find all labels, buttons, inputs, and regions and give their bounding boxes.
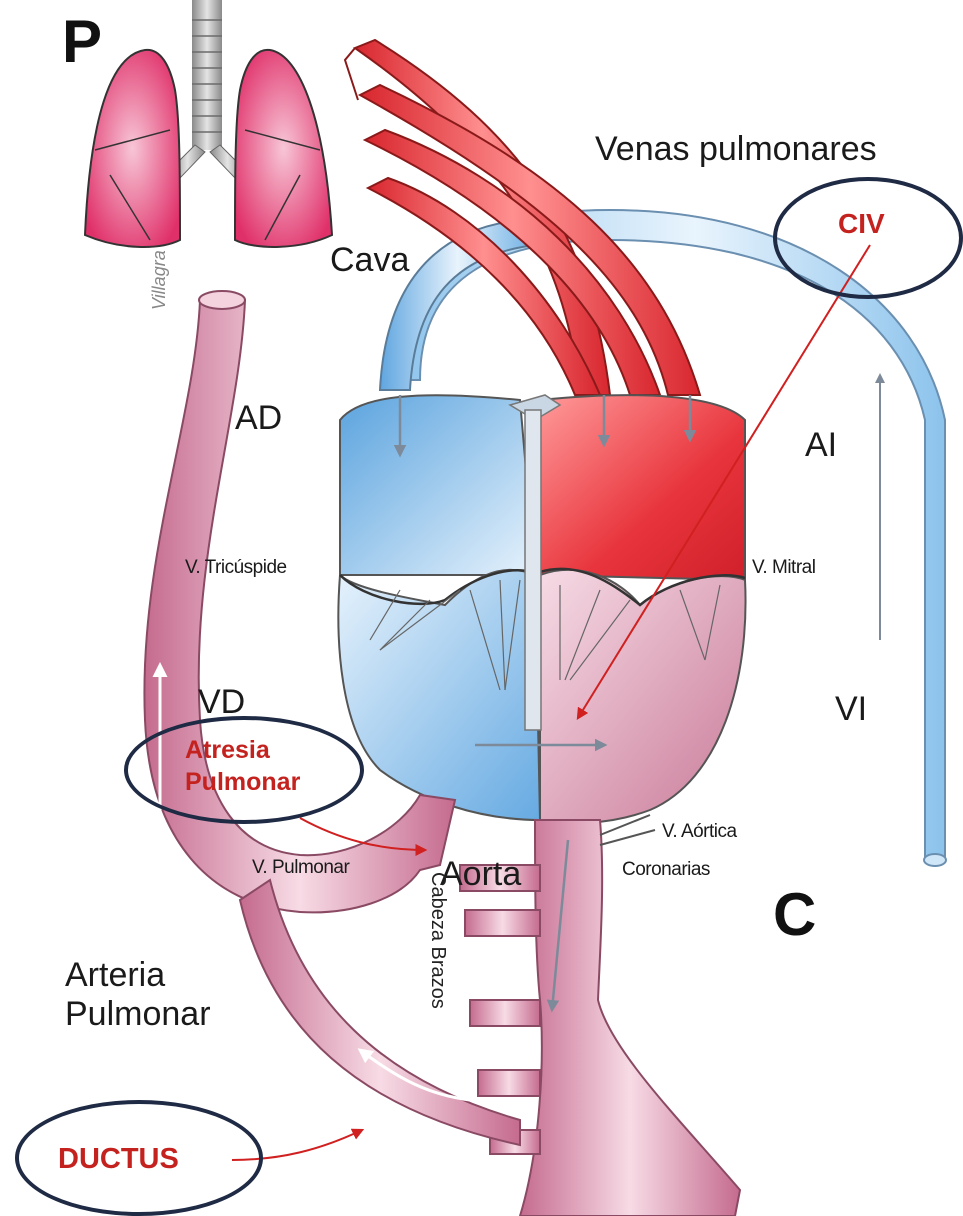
label-coronarias: Coronarias xyxy=(622,860,710,879)
letter-p: P xyxy=(62,12,102,72)
lungs xyxy=(85,0,332,247)
label-arteria-pulmonar-2: Pulmonar xyxy=(65,997,211,1031)
highlight-civ xyxy=(773,177,963,299)
label-vi: VI xyxy=(835,692,867,726)
label-vd: VD xyxy=(198,685,245,719)
label-v-pulmonar: V. Pulmonar xyxy=(252,858,349,877)
label-venas-pulmonares: Venas pulmonares xyxy=(595,132,877,166)
highlight-ductus xyxy=(15,1100,263,1216)
label-cava: Cava xyxy=(330,243,409,277)
label-v-tricuspide: V. Tricúspide xyxy=(185,558,287,577)
label-v-mitral: V. Mitral xyxy=(752,558,815,577)
signature: Villagra xyxy=(150,250,168,310)
letter-c: C xyxy=(773,885,816,945)
atria xyxy=(340,395,745,580)
highlight-atresia xyxy=(124,716,364,824)
label-ad: AD xyxy=(235,401,282,435)
label-ai: AI xyxy=(805,428,837,462)
label-v-aortica: V. Aórtica xyxy=(662,822,737,841)
label-aorta: Aorta xyxy=(440,857,521,891)
label-cabeza-brazos: Cabeza Brazos xyxy=(428,872,448,1009)
label-arteria-pulmonar-1: Arteria xyxy=(65,958,165,992)
